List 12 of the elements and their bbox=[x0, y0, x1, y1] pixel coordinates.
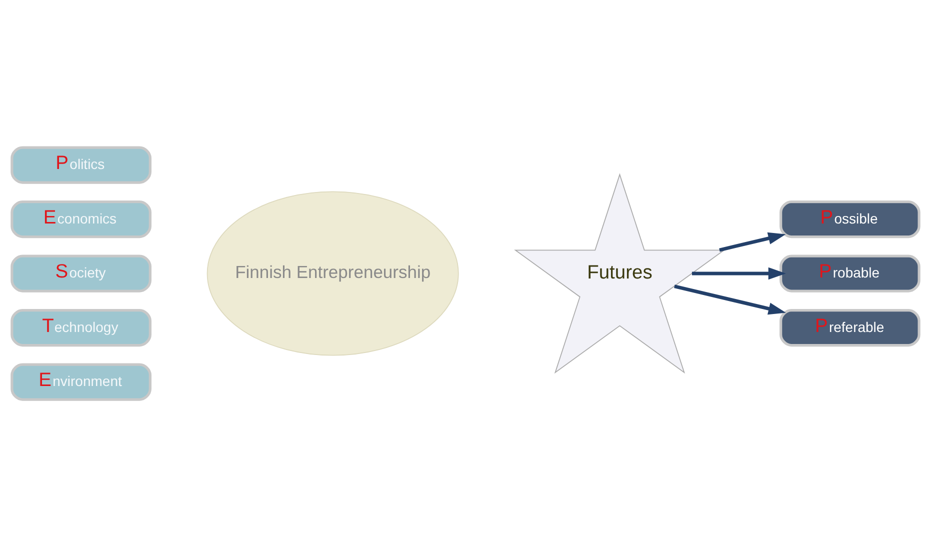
node-box: Politics bbox=[10, 146, 152, 184]
node-box: Probable bbox=[780, 254, 920, 292]
arrow bbox=[692, 266, 786, 280]
node-box: Possible bbox=[780, 200, 920, 238]
node-box: Society bbox=[10, 254, 152, 292]
node-ellipse: Finnish Entrepreneurship bbox=[206, 190, 459, 356]
arrow bbox=[674, 284, 786, 314]
arrow bbox=[719, 232, 786, 252]
node-box: Economics bbox=[10, 200, 152, 238]
node-box: Technology bbox=[10, 308, 152, 346]
node-box: Environment bbox=[10, 362, 152, 400]
node-box: Preferable bbox=[780, 308, 920, 346]
